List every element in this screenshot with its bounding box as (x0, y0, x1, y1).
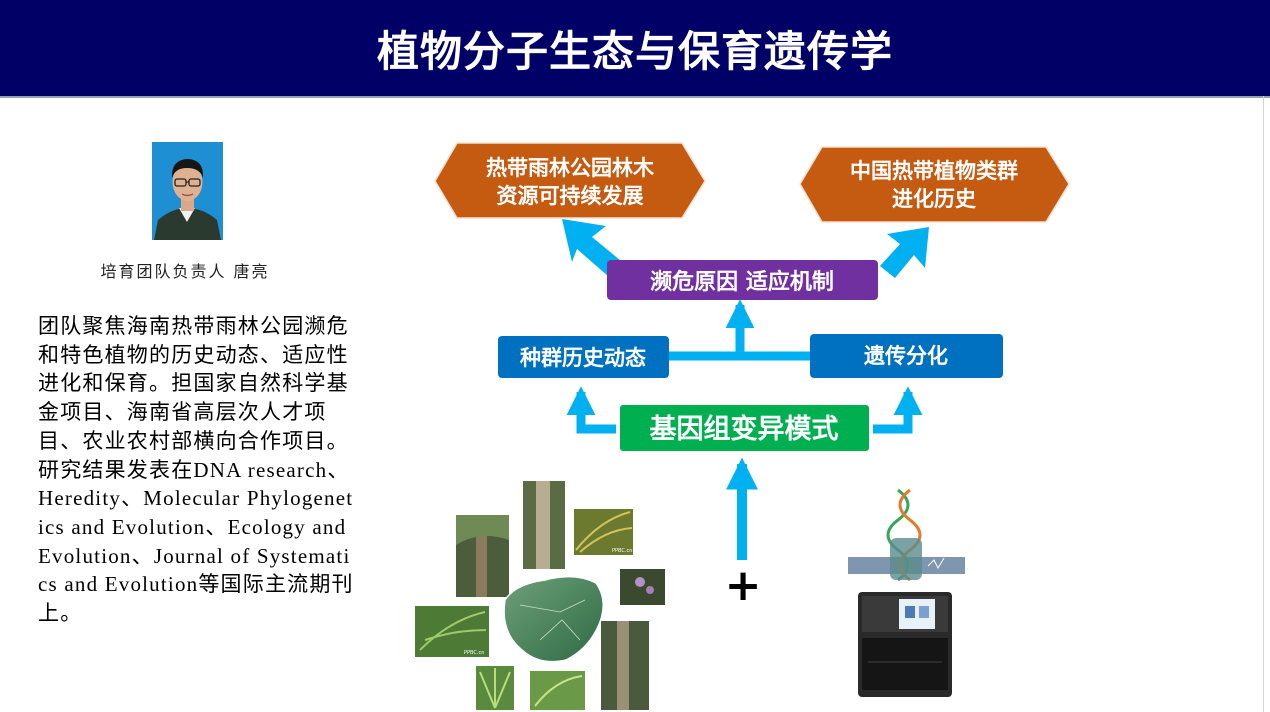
leader-portrait (152, 142, 223, 240)
plant-photo-tree-left-icon (456, 515, 509, 597)
goal-right-box: 中国热带植物类群 进化历史 (799, 146, 1070, 223)
population-history-label: 种群历史动态 (519, 346, 646, 370)
arrow-to-population-history (566, 386, 616, 434)
plus-sign: + (725, 560, 762, 611)
goal-left-line1: 热带雨林公园林木 (486, 156, 655, 180)
photo-watermark-b: PPBC.cn (464, 650, 484, 656)
arrow-to-genetic-divergence (873, 386, 923, 434)
map-icon (503, 575, 604, 663)
plant-photo-palm-icon (476, 666, 514, 710)
plant-photo-forest-icon (601, 621, 649, 710)
dna-helix-icon (848, 488, 965, 582)
header-bar: 植物分子生态与保育遗传学 (0, 0, 1270, 98)
goal-right-line2: 进化历史 (892, 187, 977, 211)
genetic-divergence-box: 遗传分化 (810, 334, 1003, 378)
genome-variation-box: 基因组变异模式 (618, 403, 871, 453)
mechanism-box: 濒危原因 适应机制 (607, 260, 878, 300)
genetic-divergence-label: 遗传分化 (863, 344, 948, 368)
goal-right-line1: 中国热带植物类群 (850, 159, 1018, 183)
plant-photo-icons: PPBC.cn PPBC.cn (415, 481, 665, 710)
team-introduction: 团队聚焦海南热带雨林公园濒危和特色植物的历史动态、适应性进化和保育。担国家自然科… (38, 314, 354, 626)
plant-photo-grass-icon: PPBC.cn (574, 509, 633, 555)
population-history-box: 种群历史动态 (498, 336, 669, 378)
sequencer-icon (858, 592, 952, 697)
mechanism-label: 濒危原因 适应机制 (650, 269, 834, 295)
plant-photo-bush-icon (530, 671, 585, 710)
plant-photo-fern-icon: PPBC.cn (415, 606, 489, 657)
goal-left-line2: 资源可持续发展 (497, 184, 644, 208)
plant-photo-trunk-icon (523, 481, 565, 569)
plant-photo-flower-icon (620, 569, 665, 605)
arrow-to-goal-right (880, 227, 929, 278)
photo-watermark-a: PPBC.cn (612, 548, 632, 554)
goal-left-box: 热带雨林公园林木 资源可持续发展 (434, 142, 706, 219)
genome-variation-label: 基因组变异模式 (650, 413, 839, 445)
slide-edge (1263, 96, 1264, 712)
page-title: 植物分子生态与保育遗传学 (376, 26, 893, 76)
leader-caption: 培育团队负责人 唐亮 (100, 262, 270, 281)
